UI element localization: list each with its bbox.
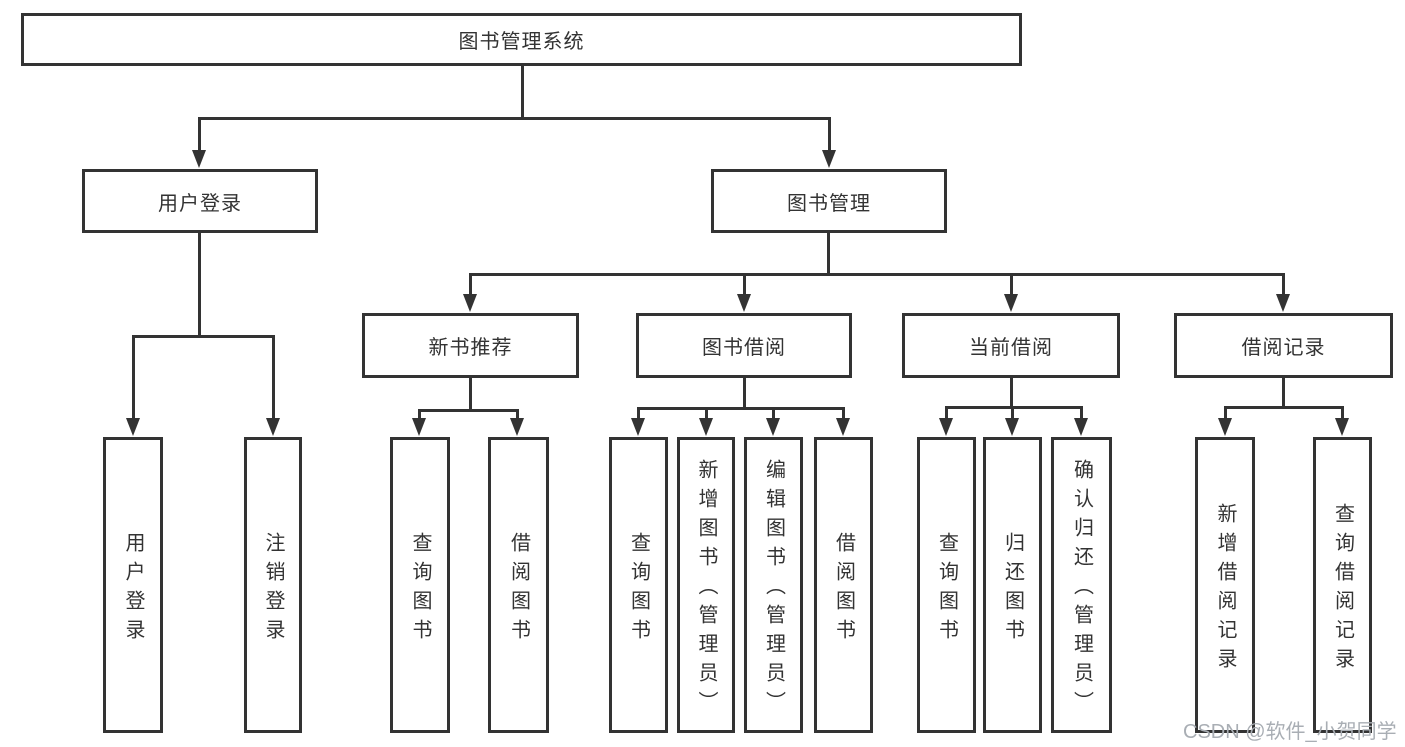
arrowhead-down-icon [1276, 294, 1290, 312]
connector-line [944, 406, 1083, 409]
connector-line [826, 233, 830, 275]
leaf-logout: 注销登录 [244, 437, 302, 733]
connector-line [636, 407, 845, 410]
connector-line [1223, 406, 1344, 409]
arrowhead-down-icon [1335, 418, 1349, 436]
node-label: 查询图书 [935, 531, 958, 648]
leaf-query-books-recommend: 查询图书 [390, 437, 450, 733]
arrowhead-down-icon [126, 418, 140, 436]
leaf-return-books: 归还图书 [983, 437, 1042, 733]
node-root: 图书管理系统 [21, 13, 1022, 66]
node-label: 确认归还（管理员） [1070, 459, 1093, 720]
leaf-edit-book-admin: 编辑图书（管理员） [744, 437, 803, 733]
connector-line [944, 408, 948, 420]
arrowhead-down-icon [266, 418, 280, 436]
connector-line [1281, 275, 1285, 297]
node-label: 图书管理 [787, 192, 871, 215]
connector-line [636, 409, 640, 420]
node-label: 当前借阅 [969, 337, 1053, 359]
connector-line [197, 117, 831, 120]
connector-line [1223, 408, 1227, 420]
connector-line [131, 335, 275, 338]
node-label: 图书借阅 [702, 337, 786, 359]
node-user-login: 用户登录 [82, 169, 318, 233]
node-label: 新书推荐 [428, 337, 513, 359]
node-borrow-records: 借阅记录 [1174, 313, 1393, 378]
connector-line [520, 66, 524, 118]
leaf-query-books-current: 查询图书 [917, 437, 976, 733]
arrowhead-down-icon [822, 150, 836, 168]
node-book-borrow: 图书借阅 [636, 313, 852, 378]
arrowhead-down-icon [766, 418, 780, 436]
connector-line [841, 409, 845, 420]
arrowhead-down-icon [1074, 418, 1088, 436]
connector-line [197, 233, 201, 337]
node-label: 新增借阅记录 [1214, 502, 1236, 677]
connector-line [417, 411, 421, 420]
connector-line [1010, 408, 1014, 420]
leaf-add-book-admin: 新增图书（管理员） [677, 437, 735, 733]
connector-line [468, 275, 472, 297]
leaf-borrow-books: 借阅图书 [814, 437, 873, 733]
connector-line [271, 337, 275, 420]
arrowhead-down-icon [412, 418, 426, 436]
connector-line [515, 411, 519, 420]
connector-line [704, 409, 708, 420]
leaf-query-borrow-record: 查询借阅记录 [1313, 437, 1372, 733]
connector-line [1281, 378, 1285, 408]
node-label: 用户登录 [158, 192, 242, 215]
node-label: 归还图书 [1001, 531, 1024, 648]
node-label: 新增图书（管理员） [695, 459, 717, 720]
arrowhead-down-icon [631, 418, 645, 436]
connector-line [1009, 378, 1013, 408]
arrowhead-down-icon [699, 418, 713, 436]
arrowhead-down-icon [1005, 418, 1019, 436]
leaf-user-login: 用户登录 [103, 437, 163, 733]
connector-line [771, 409, 775, 420]
connector-line [827, 119, 831, 152]
node-label: 查询图书 [409, 531, 431, 648]
leaf-add-borrow-record: 新增借阅记录 [1195, 437, 1255, 733]
node-label: 注销登录 [262, 531, 284, 648]
csdn-watermark: CSDN @软件_小贺同学 [1183, 721, 1397, 743]
arrowhead-down-icon [463, 294, 477, 312]
node-label: 图书管理系统 [458, 31, 585, 53]
arrowhead-down-icon [939, 418, 953, 436]
node-label: 借阅图书 [832, 531, 855, 648]
arrowhead-down-icon [836, 418, 850, 436]
node-label: 查询图书 [627, 531, 650, 648]
connector-line [468, 273, 1285, 276]
leaf-query-books-borrow: 查询图书 [609, 437, 668, 733]
connector-line [1079, 408, 1083, 420]
connector-line [197, 119, 201, 152]
node-label: 借阅记录 [1241, 337, 1326, 359]
node-label: 借阅图书 [507, 531, 530, 648]
leaf-borrow-books-recommend: 借阅图书 [488, 437, 549, 733]
leaf-confirm-return-admin: 确认归还（管理员） [1051, 437, 1112, 733]
connector-line [742, 275, 746, 297]
arrowhead-down-icon [1004, 294, 1018, 312]
connector-line [417, 409, 519, 412]
arrowhead-down-icon [1218, 418, 1232, 436]
arrowhead-down-icon [192, 150, 206, 168]
arrowhead-down-icon [510, 418, 524, 436]
connector-line [1009, 275, 1013, 297]
node-label: 用户登录 [122, 531, 144, 648]
node-current-borrow: 当前借阅 [902, 313, 1120, 378]
connector-line [1340, 408, 1344, 420]
node-label: 查询借阅记录 [1331, 502, 1354, 677]
arrowhead-down-icon [737, 294, 751, 312]
connector-line [742, 378, 746, 409]
connector-line [468, 378, 472, 411]
node-new-book-recommend: 新书推荐 [362, 313, 579, 378]
node-label: 编辑图书（管理员） [762, 459, 785, 720]
connector-line [131, 337, 135, 420]
node-book-management: 图书管理 [711, 169, 947, 233]
